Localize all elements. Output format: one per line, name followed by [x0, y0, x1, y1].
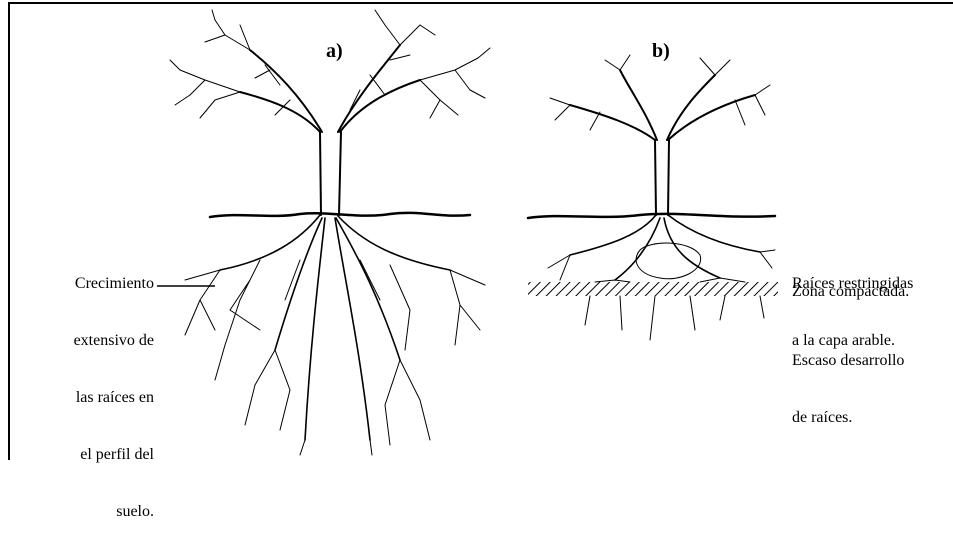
panel-b-caption-compacted: Zona compactada.	[792, 282, 909, 301]
caption-line: el perfil del	[28, 445, 154, 464]
panel-b-label: b)	[652, 42, 670, 61]
caption-line: Escaso desarrollo	[792, 351, 904, 370]
caption-line: Crecimiento	[28, 274, 154, 293]
panel-a-caption: Crecimiento extensivo de las raíces en e…	[28, 236, 154, 540]
caption-line: extensivo de	[28, 331, 154, 350]
panel-a-label: a)	[326, 42, 343, 61]
tree-b	[528, 55, 778, 340]
caption-line: de raíces.	[792, 408, 904, 427]
caption-line: las raíces en	[28, 388, 154, 407]
panel-b-caption-sparse: Escaso desarrollo de raíces.	[792, 313, 904, 446]
tree-a	[170, 10, 490, 455]
caption-line: suelo.	[28, 502, 154, 521]
